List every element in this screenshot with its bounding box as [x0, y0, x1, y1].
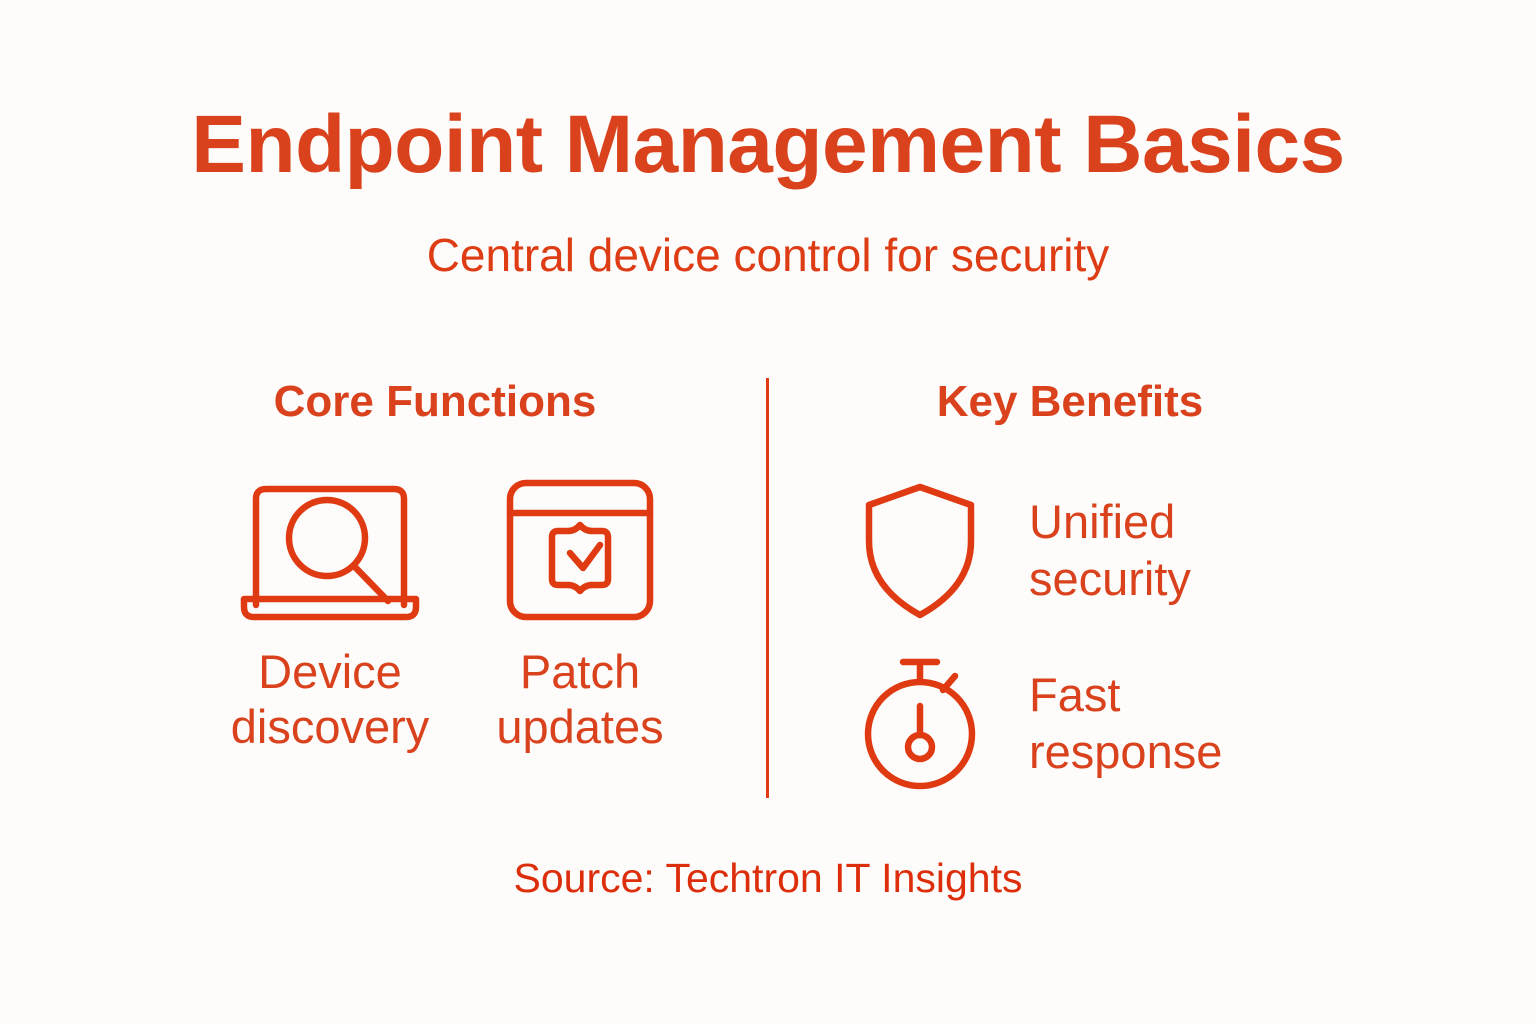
key-benefits-heading: Key Benefits	[936, 377, 1204, 426]
core-function-item: Device discovery	[205, 470, 455, 755]
label-line-2: updates	[496, 700, 664, 754]
shield-icon	[845, 475, 995, 625]
label-line-2: security	[1029, 552, 1191, 605]
key-benefit-item: Fast response	[845, 648, 1305, 798]
core-functions-heading: Core Functions	[273, 377, 597, 426]
label-line-1: Patch	[519, 645, 641, 698]
page-title: Endpoint Management Basics	[191, 99, 1345, 190]
key-benefit-label: Fast response	[1029, 666, 1222, 781]
window-patch-shield-check-icon	[455, 470, 705, 630]
label-line-1: Unified	[1029, 494, 1176, 548]
core-function-label: Patch updates	[455, 644, 705, 755]
label-line-2: discovery	[230, 700, 430, 754]
key-benefit-item: Unified security	[845, 475, 1305, 625]
label-line-1: Device	[258, 645, 402, 698]
stopwatch-icon	[845, 648, 995, 798]
laptop-search-icon	[205, 470, 455, 630]
page-subtitle: Central device control for security	[426, 229, 1110, 281]
core-function-label: Device discovery	[205, 644, 455, 755]
core-function-item: Patch updates	[455, 470, 705, 755]
source-attribution: Source: Techtron IT Insights	[513, 855, 1023, 901]
label-line-2: response	[1029, 725, 1223, 778]
label-line-1: Fast	[1029, 667, 1121, 721]
column-divider	[766, 378, 769, 798]
key-benefit-label: Unified security	[1029, 493, 1191, 608]
